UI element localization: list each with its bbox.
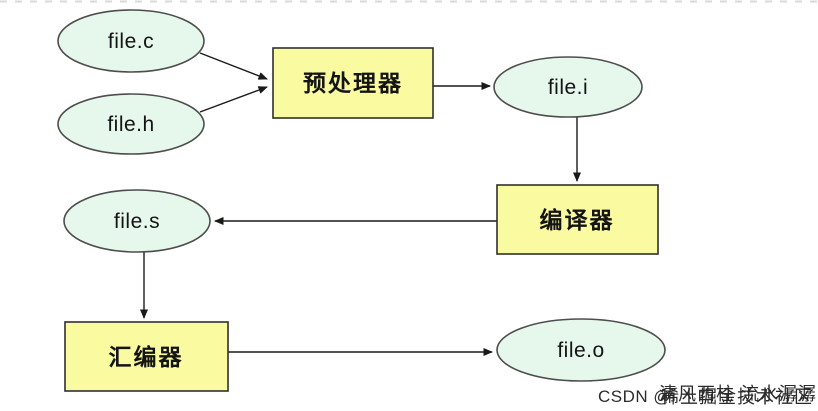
file-s-label: file.s — [114, 210, 160, 233]
file-i-ellipse — [493, 56, 643, 118]
node-compiler: 编译器 — [496, 184, 659, 255]
compiler-label: 编译器 — [540, 207, 615, 233]
node-file-o: file.o — [496, 318, 666, 382]
watermark-front-text: 清风西柱 流水潺潺 — [659, 384, 817, 404]
file-o-label: file.o — [557, 339, 604, 362]
node-file-h: file.h — [57, 93, 205, 155]
edge-filec-to-preprocessor — [199, 52, 268, 80]
file-i-label: file.i — [548, 76, 588, 99]
file-s-ellipse — [63, 189, 211, 253]
preprocessor-box — [272, 47, 434, 119]
node-file-c: file.c — [57, 9, 205, 73]
watermark-back-text: 稀土掘金技术社区 — [661, 387, 813, 407]
edge-fileh-to-preprocessor — [199, 86, 268, 113]
file-c-label: file.c — [108, 30, 154, 53]
watermark: 稀土掘金技术社区 CSDN @ 清风西柱 流水潺潺 — [598, 384, 817, 407]
assembler-label: 汇编器 — [109, 344, 184, 370]
file-h-label: file.h — [107, 113, 154, 136]
edges — [140, 52, 581, 356]
watermark-prefix: CSDN @ — [598, 387, 671, 406]
compiler-box — [496, 184, 659, 255]
node-preprocessor: 预处理器 — [272, 47, 434, 119]
node-file-i: file.i — [493, 56, 643, 118]
file-c-ellipse — [57, 9, 205, 73]
assembler-box — [64, 321, 229, 392]
preprocessor-label: 预处理器 — [303, 70, 403, 96]
file-o-ellipse — [496, 318, 666, 382]
node-file-s: file.s — [63, 189, 211, 253]
node-assembler: 汇编器 — [64, 321, 229, 392]
file-h-ellipse — [57, 93, 205, 155]
